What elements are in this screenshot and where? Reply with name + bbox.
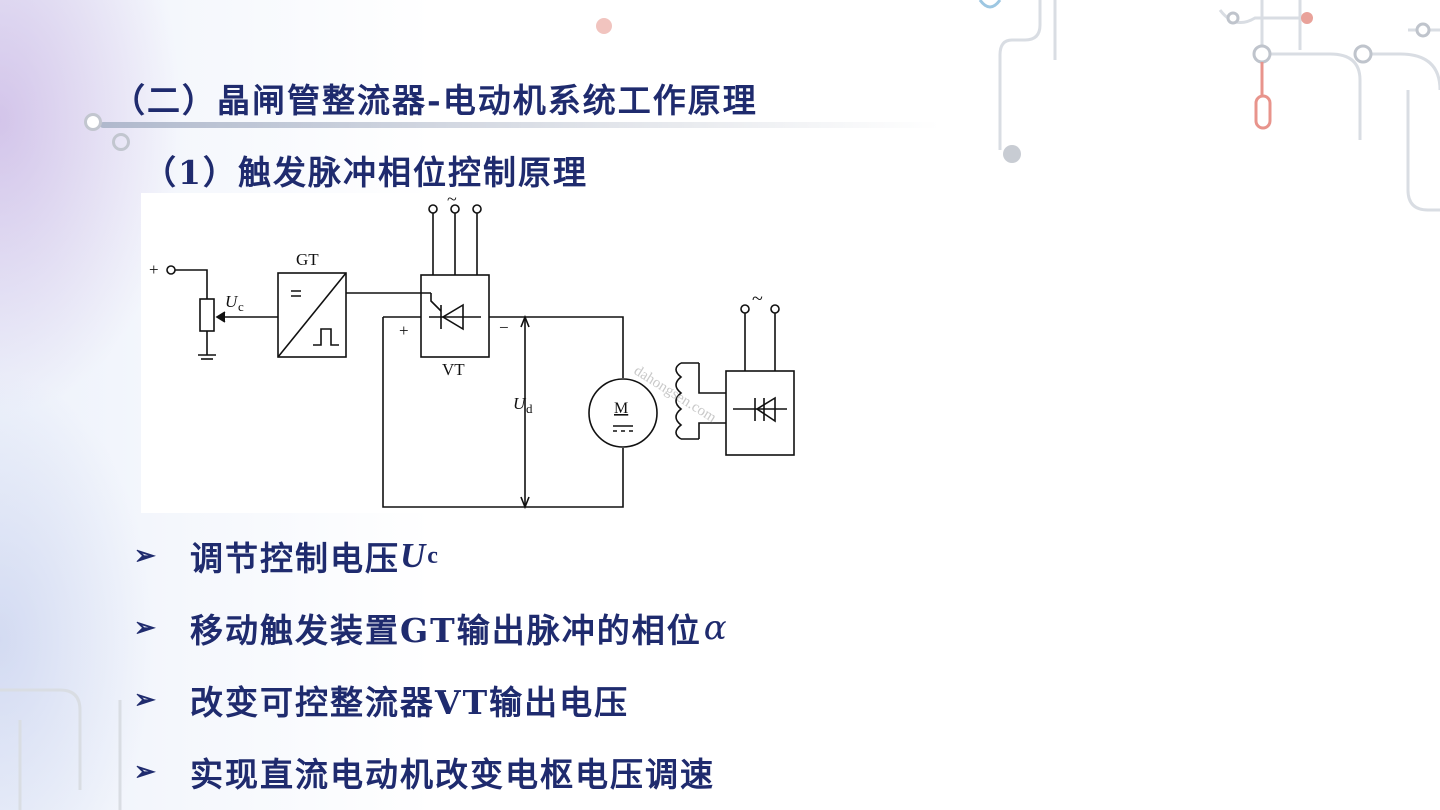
vt-minus-label: − — [499, 318, 509, 337]
ud-symbol: U — [513, 394, 527, 413]
slide-subtitle: （1）触发脉冲相位控制原理 — [143, 153, 588, 192]
uc-subscript: c — [238, 299, 244, 314]
vt-plus-label: + — [399, 321, 409, 340]
bullet-2-text: 移动触发装置GT输出脉冲的相位 — [190, 611, 702, 650]
gt-trigger-block — [277, 272, 347, 358]
underline-knob-secondary — [112, 133, 130, 151]
ac-symbol-field: ~ — [752, 288, 763, 310]
potentiometer — [199, 298, 215, 332]
circuit-diagram: + GT U c VT + − U d M ~ ~ dahongsen.com — [141, 189, 842, 513]
bullet-2-variable: α — [703, 608, 729, 648]
vt-label: VT — [442, 360, 465, 379]
plus-label: + — [149, 260, 159, 279]
bullet-1-variable: U — [400, 536, 428, 575]
underline-knob — [84, 113, 102, 131]
bullet-arrow-icon: ➢ — [134, 541, 158, 571]
gt-label: GT — [296, 250, 319, 269]
bullet-1-subscript: c — [427, 542, 440, 569]
ac-symbol-main: ~ — [447, 193, 457, 209]
title-underline — [100, 122, 940, 128]
bullet-arrow-icon: ➢ — [134, 613, 158, 643]
motor-label: M — [614, 400, 628, 417]
bullet-4-text: 实现直流电动机改变电枢电压调速 — [190, 755, 715, 794]
vt-rectifier-block — [420, 274, 490, 358]
watermark-text: dahongsen.com — [631, 363, 719, 426]
bullet-arrow-icon: ➢ — [134, 757, 158, 787]
uc-symbol: U — [225, 292, 239, 311]
dc-motor — [588, 378, 658, 448]
circuit-diagram-svg: + GT U c VT + − U d M ~ ~ dahongsen.com — [149, 189, 795, 510]
bullet-item-4: ➢ 实现直流电动机改变电枢电压调速 — [134, 736, 729, 808]
plus-terminal-circle — [166, 265, 176, 275]
ud-subscript: d — [526, 401, 533, 416]
bullet-item-3: ➢ 改变可控整流器VT输出电压 — [134, 664, 729, 736]
slide-title: （二）晶闸管整流器-电动机系统工作原理 — [112, 81, 758, 120]
field-rectifier-block — [725, 370, 795, 456]
bullet-1-text: 调节控制电压 — [190, 539, 400, 578]
bullet-arrow-icon: ➢ — [134, 685, 158, 715]
bullet-item-2: ➢ 移动触发装置GT输出脉冲的相位 α — [134, 592, 729, 664]
bullet-3-text: 改变可控整流器VT输出电压 — [190, 683, 630, 722]
